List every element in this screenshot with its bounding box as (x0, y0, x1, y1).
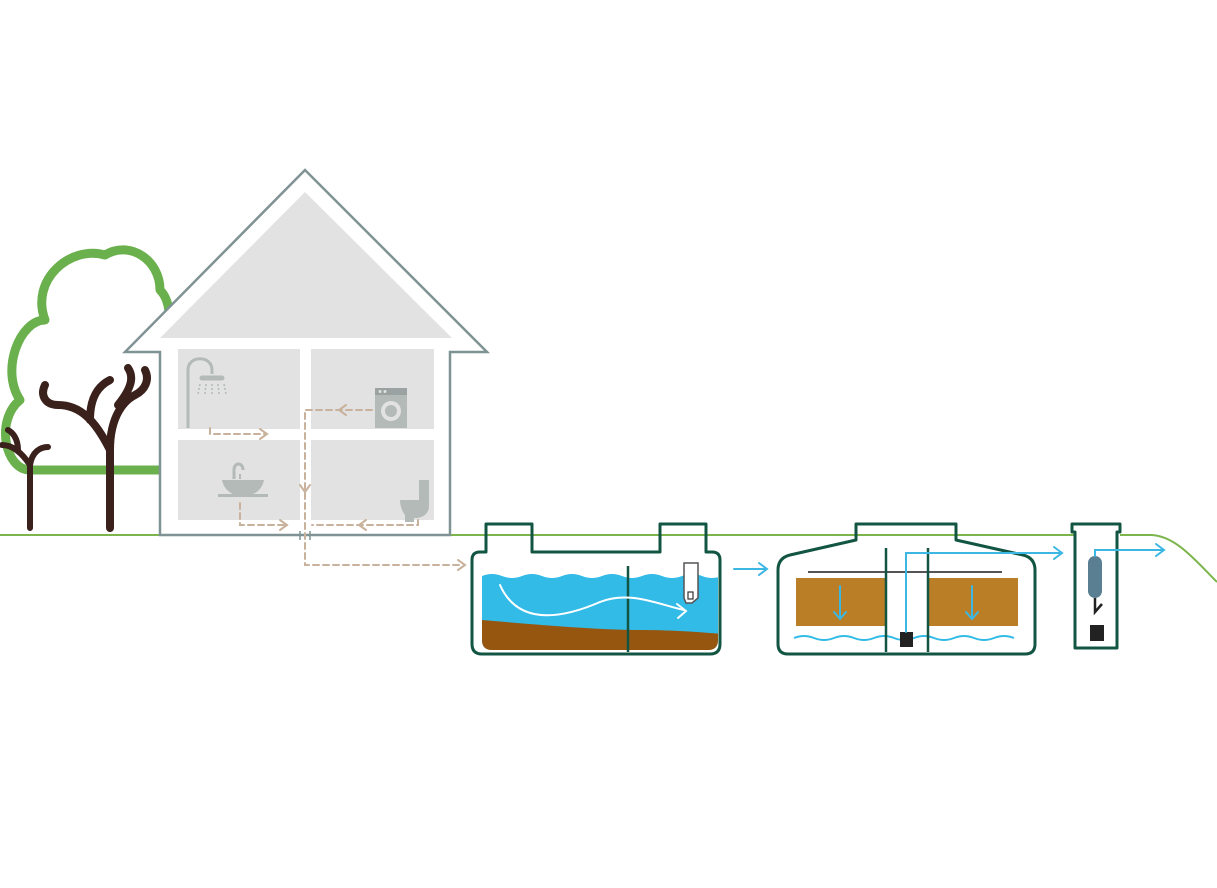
biofilter (776, 522, 1064, 656)
sampling-pump-icon (1090, 625, 1104, 641)
outlet-filter-icon (683, 562, 699, 604)
washing-machine-icon (375, 388, 407, 428)
sampling-outlet-pipe (1094, 549, 1163, 557)
house (122, 168, 491, 571)
flow-arrow-to-biofilter (733, 562, 769, 576)
septic-sludge (482, 620, 718, 650)
biofilter-outlet-arrowhead (1053, 546, 1064, 560)
septic-tank-outline (470, 522, 722, 656)
pump-icon (900, 632, 913, 647)
house-drain-pipes (209, 409, 464, 566)
room-bathroom (178, 349, 300, 429)
ground-line (0, 534, 1217, 583)
sink-icon (218, 462, 268, 497)
tree-trunk (39, 364, 151, 532)
biofilter-center-chamber (884, 548, 930, 652)
float-sensor-icon (1088, 556, 1102, 598)
toilet-icon (400, 480, 429, 522)
sampling-outlet-arrowhead (1155, 543, 1166, 557)
biofilter-outline (776, 522, 1037, 656)
tree-icon (0, 427, 51, 531)
small-tree-trunk (0, 427, 51, 531)
attic (160, 192, 452, 338)
biofilter-outlet-pipe (905, 552, 1061, 633)
room-laundry (311, 349, 434, 429)
septic-flow-arrowhead (676, 603, 688, 619)
shower-icon (186, 357, 227, 428)
septic-flow-arrow (499, 584, 685, 617)
sampling-chamber (1070, 522, 1166, 650)
house-drain-arrowheads (259, 404, 467, 571)
filter-down-arrows (833, 585, 979, 621)
tree-canopy (1, 245, 174, 475)
pipe-outlet-marker (299, 531, 311, 540)
septic-tank (470, 522, 722, 656)
tree-icon (1, 245, 174, 532)
float-sensor-link (1093, 598, 1103, 616)
